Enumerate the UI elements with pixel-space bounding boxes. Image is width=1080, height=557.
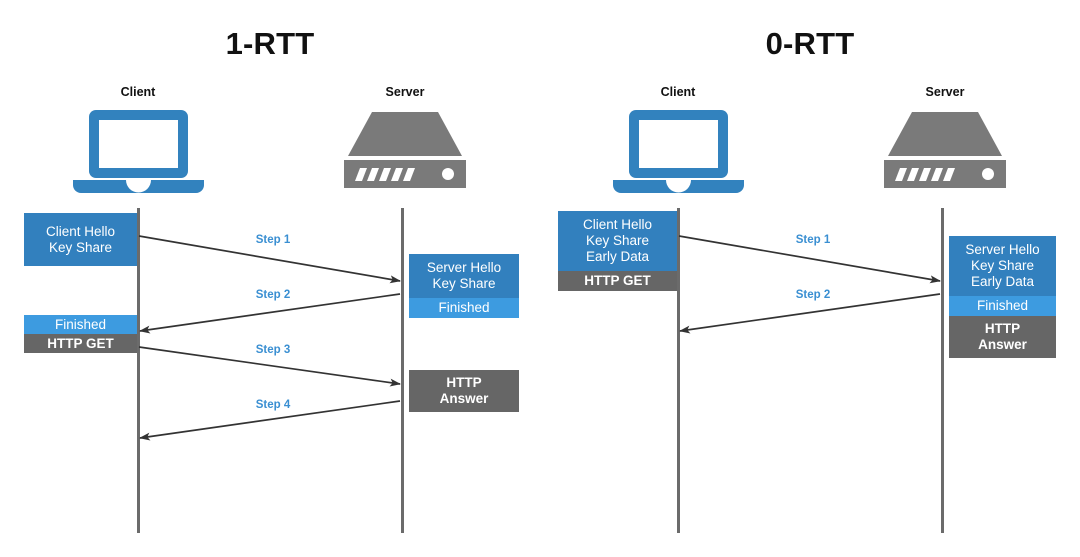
message-line: HTTP GET <box>584 273 651 289</box>
message-line: Early Data <box>585 248 650 264</box>
message-line: HTTP <box>446 375 482 391</box>
message-box-client-http-get-0rtt[interactable]: HTTP GET <box>558 271 677 291</box>
message-line: Key Share <box>970 258 1035 274</box>
message-line: HTTP GET <box>47 335 114 351</box>
message-line: Server Hello <box>965 242 1040 258</box>
message-line: Answer <box>439 391 489 406</box>
message-stack-server-0rtt: Server Hello Key Share Early Data Finish… <box>949 236 1056 358</box>
message-stack-server-1rtt: Server Hello Key Share Finished <box>409 254 519 318</box>
message-stack-server-http-1rtt: HTTP Answer <box>409 370 519 412</box>
actor-label-client-0rtt: Client <box>660 85 696 99</box>
message-box-client-http-get-1rtt[interactable]: HTTP GET <box>24 334 137 353</box>
step-label-1-1rtt: Step 1 <box>255 234 291 246</box>
message-line: Answer <box>978 337 1027 352</box>
message-line: Key Share <box>48 239 113 255</box>
message-box-client-hello-1rtt[interactable]: Client Hello Key Share <box>24 213 137 266</box>
actor-label-client-1rtt: Client <box>120 85 156 99</box>
message-line: Server Hello <box>426 260 502 276</box>
message-box-client-finished-1rtt[interactable]: Finished <box>24 315 137 334</box>
panel-title-0rtt: 0-RTT <box>765 26 855 61</box>
message-line: Finished <box>976 298 1029 314</box>
laptop-icon <box>73 108 204 194</box>
message-line: Finished <box>54 316 107 332</box>
laptop-icon <box>613 108 744 194</box>
message-box-server-hello-0rtt[interactable]: Server Hello Key Share Early Data <box>949 236 1056 296</box>
step-label-2-1rtt: Step 2 <box>255 289 291 301</box>
lifeline-server-0rtt <box>941 208 944 533</box>
message-line: Client Hello <box>582 217 653 233</box>
message-box-client-hello-0rtt[interactable]: Client Hello Key Share Early Data <box>558 211 677 271</box>
message-line: Client Hello <box>45 223 116 239</box>
actor-label-server-1rtt: Server <box>385 85 425 99</box>
actor-label-server-0rtt: Server <box>925 85 965 99</box>
server-icon <box>884 110 1006 188</box>
lifeline-client-0rtt <box>677 208 680 533</box>
message-line: Key Share <box>585 233 650 249</box>
step-label-2-0rtt: Step 2 <box>795 289 831 301</box>
step-label-4-1rtt: Step 4 <box>255 399 291 411</box>
step-label-1-0rtt: Step 1 <box>795 234 831 246</box>
message-line: Key Share <box>432 276 496 291</box>
message-line: HTTP <box>984 321 1021 337</box>
lifeline-server-1rtt <box>401 208 404 533</box>
message-line: Finished <box>438 300 490 316</box>
message-box-server-finished-0rtt[interactable]: Finished <box>949 296 1056 316</box>
message-line: Early Data <box>970 273 1035 289</box>
step-label-3-1rtt: Step 3 <box>255 344 291 356</box>
message-box-server-finished-1rtt[interactable]: Finished <box>409 298 519 318</box>
message-stack-client-1rtt: Client Hello Key Share <box>24 213 137 266</box>
message-box-server-http-answer-1rtt[interactable]: HTTP Answer <box>409 370 519 412</box>
message-stack-client-finished-1rtt: Finished HTTP GET <box>24 315 137 353</box>
panel-title-1rtt: 1-RTT <box>225 26 315 61</box>
message-box-server-hello-1rtt[interactable]: Server Hello Key Share <box>409 254 519 298</box>
lifeline-client-1rtt <box>137 208 140 533</box>
message-stack-client-0rtt: Client Hello Key Share Early Data HTTP G… <box>558 211 677 291</box>
server-icon <box>344 110 466 188</box>
message-box-server-http-answer-0rtt[interactable]: HTTP Answer <box>949 316 1056 358</box>
